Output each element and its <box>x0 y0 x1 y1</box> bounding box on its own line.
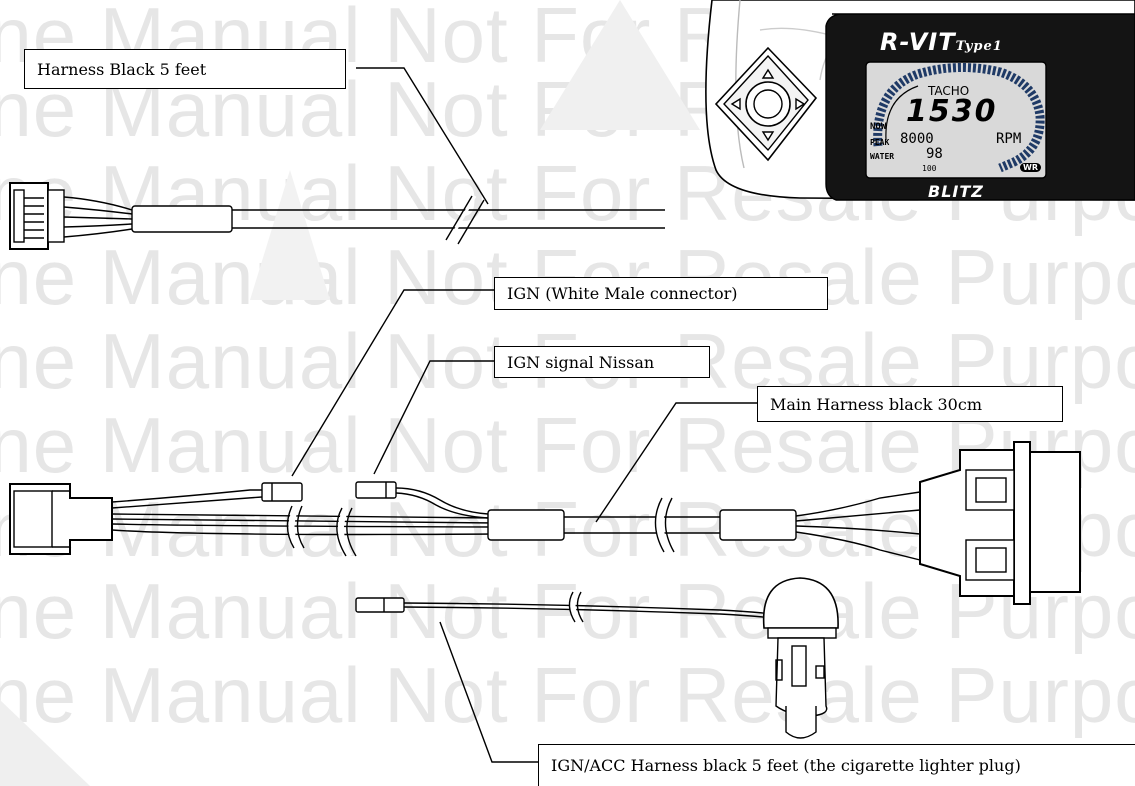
callout-ign-white-male-connector: IGN (White Male connector) <box>494 277 828 310</box>
lcd-badge: WR <box>1020 163 1041 172</box>
device-model-name: R-VIT <box>880 28 956 56</box>
callout-ign-signal-nissan: IGN signal Nissan <box>494 346 710 378</box>
top-connector <box>9 182 65 250</box>
top-harness <box>9 67 665 250</box>
obd-connector <box>919 441 1081 605</box>
callout-ign-acc-harness: IGN/ACC Harness black 5 feet (the cigare… <box>538 744 1135 786</box>
main-sleeve-left <box>487 509 565 541</box>
ign-acc-connector <box>355 597 405 613</box>
watermark-line: ine Manual Not For Resale Purpos <box>0 567 1135 655</box>
main-sleeve-right <box>719 509 797 541</box>
lcd-peak-label: PEAK <box>870 138 890 147</box>
device-model: R-VITType1 <box>880 28 1003 56</box>
device-brand-logo: BLITZ <box>928 182 984 201</box>
cigarette-lighter-plug <box>762 577 839 739</box>
ign-nissan-connector <box>355 481 397 499</box>
dpad <box>714 46 818 162</box>
rvit-device <box>705 0 1135 201</box>
callout-harness-black-5-feet: Harness Black 5 feet <box>24 49 346 89</box>
lcd-water-value: 98 <box>926 146 943 162</box>
device-model-type: Type1 <box>955 39 1003 54</box>
lcd-mode: TACHO <box>928 84 970 98</box>
lcd-scale-label: 100 <box>922 164 937 173</box>
ign-white-connector <box>261 482 303 502</box>
left-connector <box>9 483 113 555</box>
lcd-water-label: WATER <box>870 152 895 161</box>
main-break-mid <box>654 497 675 555</box>
lcd-screen <box>865 61 1047 179</box>
acc-break-mark <box>568 590 584 624</box>
top-sleeve <box>131 205 233 233</box>
top-break-mark <box>445 195 485 245</box>
callout-main-harness-black-30cm: Main Harness black 30cm <box>757 386 1063 422</box>
watermark-line: ine Manual Not For Resale Purpos <box>0 651 1135 739</box>
lcd-now-label: NOW <box>870 122 887 132</box>
lcd-big-value: 1530 <box>906 94 998 129</box>
lcd-peak-value: 8000 <box>900 131 934 147</box>
main-harness <box>9 289 1081 605</box>
ign-acc-harness <box>355 577 839 763</box>
main-break-left <box>286 505 357 558</box>
lcd-unit: RPM <box>996 131 1022 147</box>
